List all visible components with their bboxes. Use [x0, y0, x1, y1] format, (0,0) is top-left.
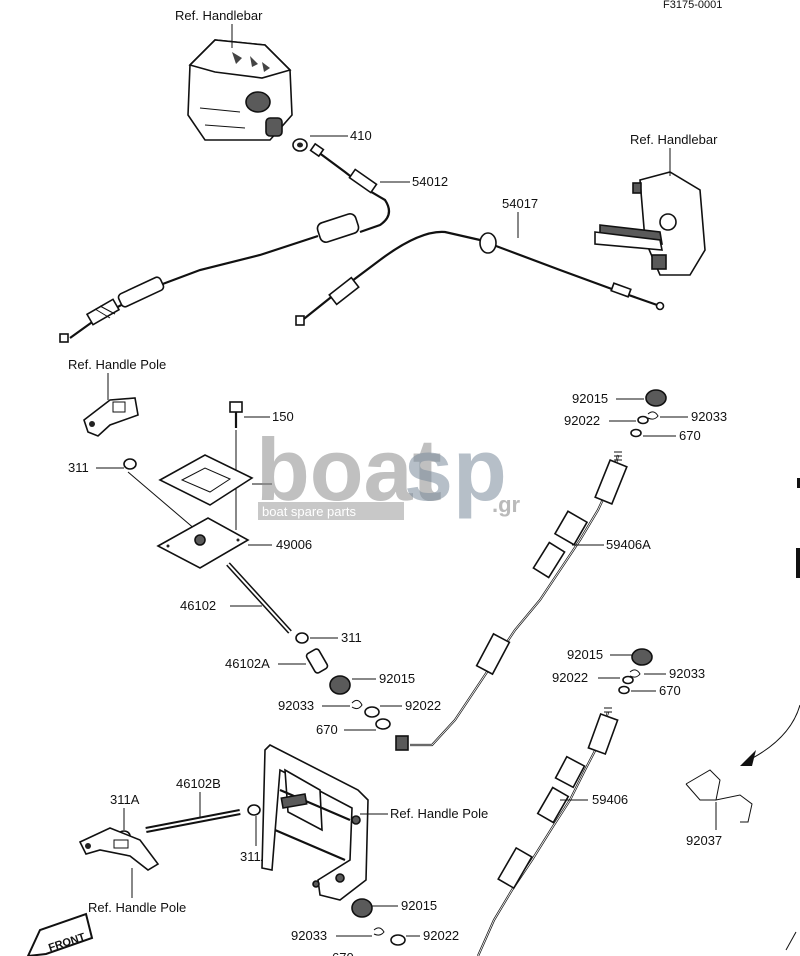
label-ref-handlebar-top: Ref. Handlebar — [175, 8, 263, 23]
lever-bracket-bottom — [78, 827, 160, 871]
nut-311-top — [123, 458, 137, 470]
throttle-cable-54012 — [59, 142, 391, 343]
label-92022-bottom: 92022 — [423, 928, 459, 943]
clip-92033-upper — [647, 411, 659, 420]
watermark-suffix: .gr — [492, 492, 521, 517]
label-59406: 59406 — [592, 792, 628, 807]
label-92033-upper: 92033 — [691, 409, 727, 424]
watermark-brand-b: sp — [404, 420, 507, 519]
rod-46102 — [226, 562, 292, 634]
joint-46102A — [305, 648, 329, 674]
label-92022-right: 92022 — [552, 670, 588, 685]
washer-92022-upper — [637, 415, 649, 425]
label-46102: 46102 — [180, 598, 216, 613]
gasket-13183 — [158, 454, 254, 506]
nut-92015-upper — [645, 389, 667, 407]
clip-92033-right — [629, 669, 641, 678]
washer-670-mid — [375, 718, 391, 730]
steering-cable-59406 — [476, 707, 619, 956]
label-92015-right: 92015 — [567, 647, 603, 662]
label-92022-upper: 92022 — [564, 413, 600, 428]
washer-670-upper — [630, 428, 642, 438]
label-92022-mid: 92022 — [405, 698, 441, 713]
plate-49006 — [156, 517, 250, 569]
label-150: 150 — [272, 409, 294, 424]
label-ref-handle-pole-top: Ref. Handle Pole — [68, 357, 166, 372]
nut-92015-right — [631, 648, 653, 666]
watermark-logo: boat sp .gr boat spare parts — [256, 420, 521, 520]
handlebar-housing-right — [594, 171, 706, 276]
label-92015-mid: 92015 — [379, 671, 415, 686]
handle-pole-frame — [261, 744, 369, 901]
rod-46102B — [145, 809, 241, 833]
washer-670-right — [618, 685, 630, 695]
choke-cable-54017 — [295, 230, 665, 326]
label-92037: 92037 — [686, 833, 722, 848]
nut-311-mid — [295, 632, 309, 644]
lever-bracket-top — [83, 397, 139, 437]
label-92015-bottom: 92015 — [401, 898, 437, 913]
label-670-mid: 670 — [316, 722, 338, 737]
label-59406A: 59406A — [606, 537, 651, 552]
label-ref-handlebar-right: Ref. Handlebar — [630, 132, 718, 147]
nut-311A-right — [247, 804, 261, 816]
label-54012: 54012 — [412, 174, 448, 189]
bolt-150 — [229, 401, 243, 428]
label-ref-handle-pole-bottom-left: Ref. Handle Pole — [88, 900, 186, 915]
washer-92022-bottom — [390, 934, 406, 946]
label-410: 410 — [350, 128, 372, 143]
label-46102B: 46102B — [176, 776, 221, 791]
front-direction-arrow: FRONT — [26, 912, 94, 956]
clip-92033-mid — [351, 699, 363, 710]
washer-92022-mid — [364, 706, 380, 718]
washer-92022-right — [622, 675, 634, 685]
label-670-upper: 670 — [679, 428, 701, 443]
watermark-tagline: boat spare parts — [262, 504, 356, 519]
clip-92033-bottom — [373, 927, 385, 936]
clip-92037 — [685, 769, 753, 823]
label-311-mid: 311 — [341, 630, 362, 645]
label-311-top: 311 — [68, 460, 89, 475]
label-92033-mid: 92033 — [278, 698, 314, 713]
handlebar-housing-left — [187, 39, 293, 141]
label-670-right: 670 — [659, 683, 681, 698]
nut-92015-mid — [329, 675, 351, 695]
label-670-bottom: 670 — [332, 950, 354, 956]
label-92015-upper: 92015 — [572, 391, 608, 406]
steering-cable-59406A — [395, 451, 628, 751]
label-92033-bottom: 92033 — [291, 928, 327, 943]
label-54017: 54017 — [502, 196, 538, 211]
label-46102A: 46102A — [225, 656, 270, 671]
label-ref-handle-pole-bottom-right: Ref. Handle Pole — [390, 806, 488, 821]
label-311A-left: 311A — [110, 792, 140, 807]
label-49006: 49006 — [276, 537, 312, 552]
nut-92015-bottom — [351, 898, 373, 918]
label-92033-right: 92033 — [669, 666, 705, 681]
diagram-code: F3175-0001 — [663, 0, 722, 11]
